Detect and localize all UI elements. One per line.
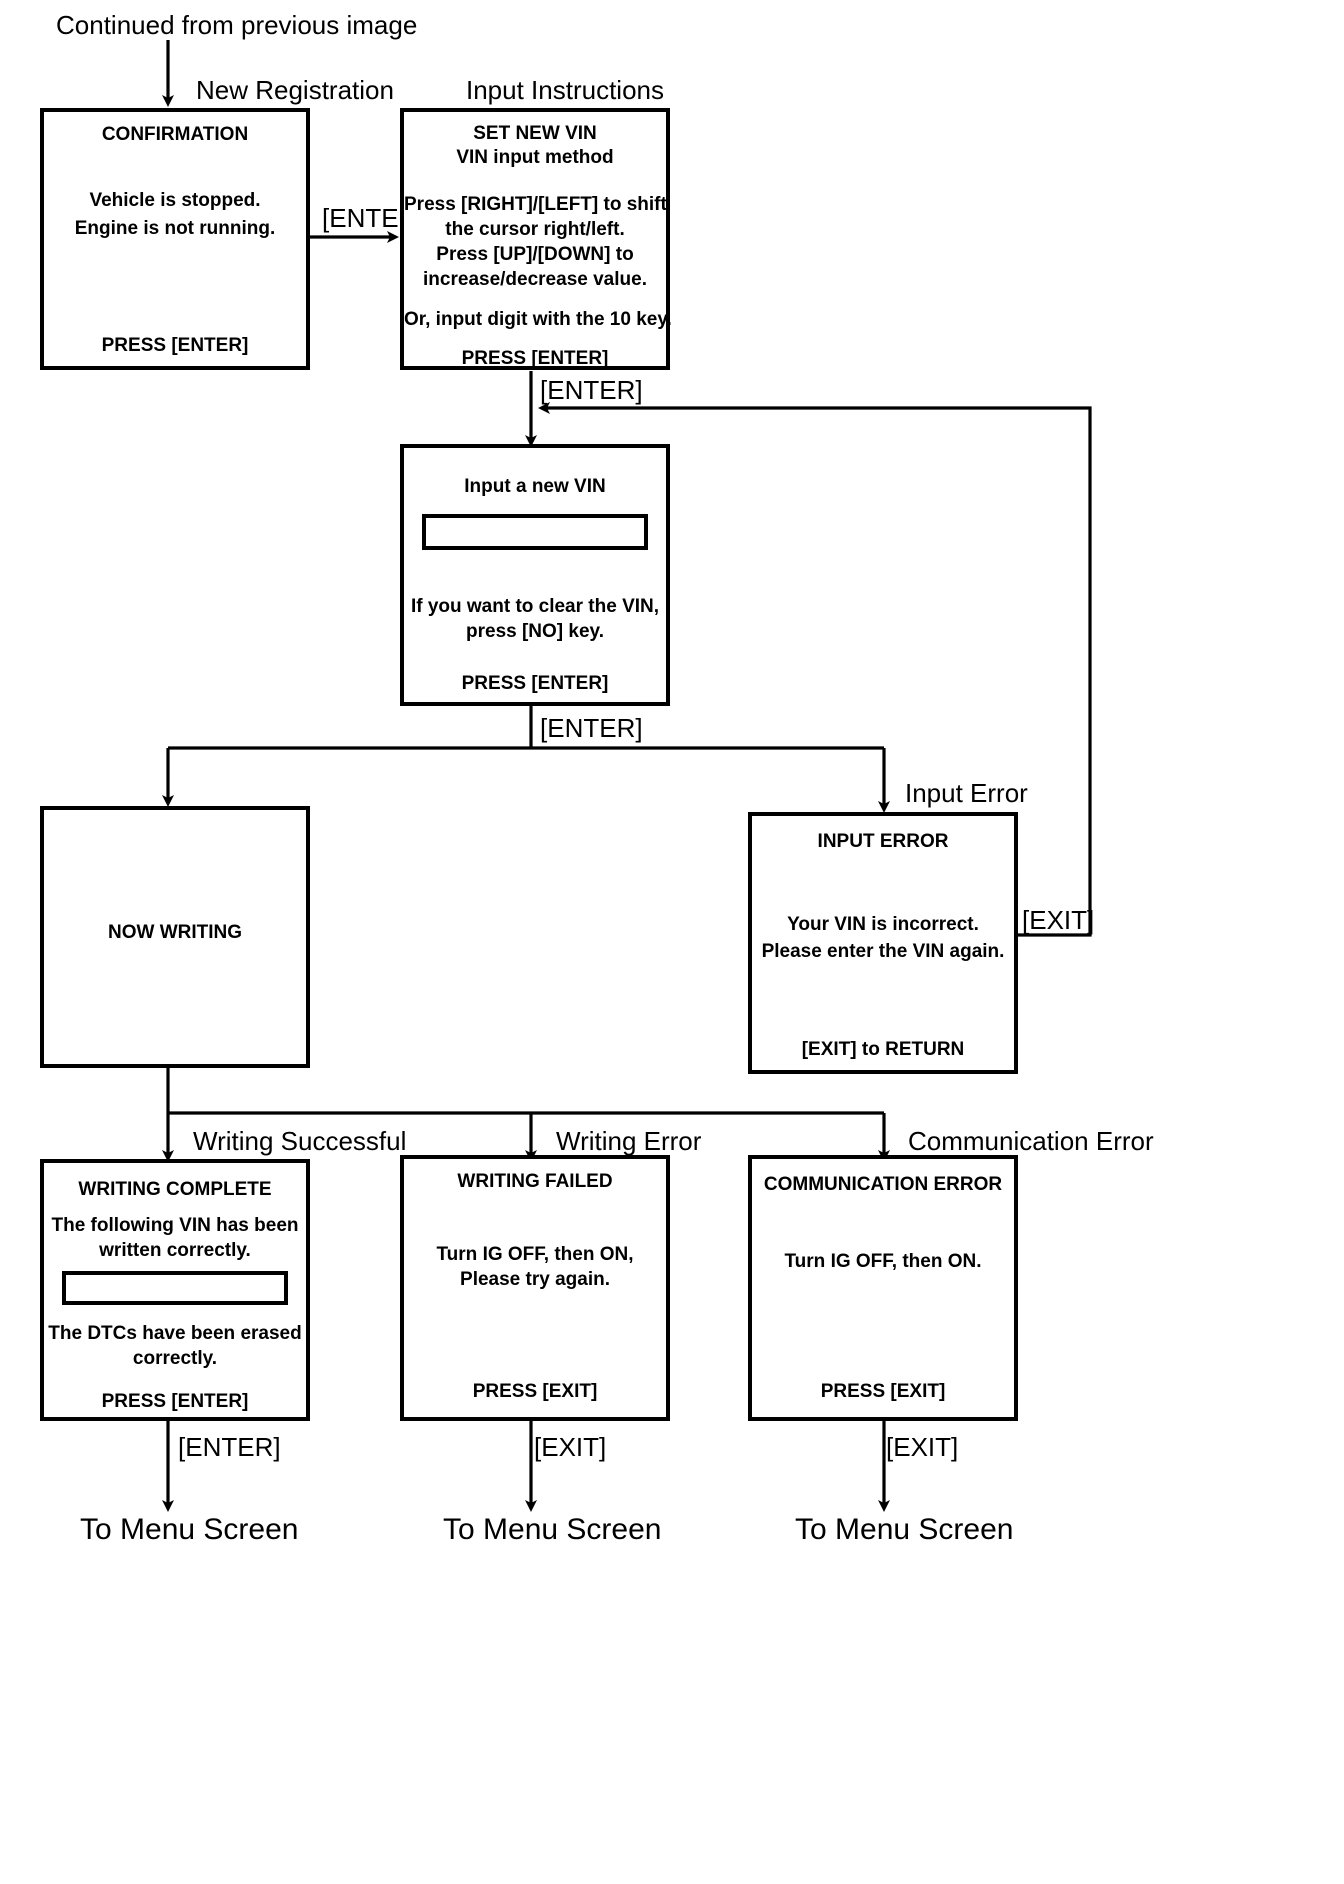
- edge-label-exit-menu-2: [EXIT]: [886, 1432, 959, 1462]
- writing-failed-line-3: Turn IG OFF, then ON,: [436, 1244, 634, 1265]
- screen-writing-failed[interactable]: WRITING FAILED Turn IG OFF, then ON, Ple…: [400, 1155, 670, 1421]
- set-new-vin-line-6: increase/decrease value.: [423, 269, 647, 290]
- writing-failed-line-8: PRESS [EXIT]: [472, 1381, 598, 1402]
- terminal-menu-3: To Menu Screen: [795, 1513, 1014, 1546]
- input-error-line-4: Please enter the VIN again.: [761, 941, 1005, 962]
- communication-error-line-0: COMMUNICATION ERROR: [763, 1174, 1003, 1195]
- terminal-menu-1: To Menu Screen: [80, 1513, 299, 1546]
- input-new-vin-after-0: If you want to clear the VIN,: [410, 596, 660, 617]
- edge-label-exit-loop: [EXIT]: [1022, 905, 1095, 935]
- writing-failed-line-0: WRITING FAILED: [457, 1171, 613, 1192]
- screen-writing-complete[interactable]: WRITING COMPLETE The following VIN has b…: [40, 1159, 310, 1421]
- writing-complete-after-3: PRESS [ENTER]: [101, 1391, 249, 1412]
- set-new-vin-line-5: Press [UP]/[DOWN] to: [436, 244, 634, 265]
- set-new-vin-line-0: SET NEW VIN: [473, 123, 597, 144]
- confirmation-line-3: Vehicle is stopped.: [89, 190, 261, 211]
- edge-label-new-registration: New Registration: [196, 75, 394, 105]
- set-new-vin-line-1: VIN input method: [456, 147, 614, 168]
- communication-error-line-8: PRESS [EXIT]: [820, 1381, 946, 1402]
- writing-complete-heading: WRITING COMPLETE: [78, 1179, 272, 1200]
- vin-input-field[interactable]: [422, 514, 648, 550]
- screen-input-new-vin[interactable]: Input a new VIN If you want to clear the…: [400, 444, 670, 706]
- input-new-vin-after-3: PRESS [ENTER]: [461, 673, 609, 694]
- confirmation-line-4: Engine is not running.: [74, 218, 276, 239]
- input-new-vin-after-1: press [NO] key.: [466, 621, 604, 642]
- set-new-vin-line-8: Or, input digit with the 10 key.: [404, 309, 672, 330]
- edge-label-writing-error: Writing Error: [556, 1126, 702, 1156]
- written-vin-field: [62, 1271, 288, 1305]
- continued-note: Continued from previous image: [56, 10, 418, 40]
- confirmation-line-8: PRESS [ENTER]: [101, 335, 249, 356]
- communication-error-line-3: Turn IG OFF, then ON.: [784, 1251, 982, 1272]
- screen-set-new-vin[interactable]: SET NEW VIN VIN input method Press [RIGH…: [400, 108, 672, 370]
- screen-input-error[interactable]: INPUT ERROR Your VIN is incorrect. Pleas…: [748, 812, 1018, 1074]
- screen-now-writing[interactable]: NOW WRITING: [40, 806, 310, 1068]
- edge-label-input-instructions: Input Instructions: [466, 75, 664, 105]
- edge-label-enter-3: [ENTER]: [540, 713, 643, 743]
- input-new-vin-heading: Input a new VIN: [464, 476, 606, 497]
- confirmation-line-0: CONFIRMATION: [101, 124, 249, 145]
- writing-failed-line-4: Please try again.: [460, 1269, 610, 1290]
- set-new-vin-line-3: Press [RIGHT]/[LEFT] to shift: [404, 194, 667, 215]
- writing-complete-after-1: correctly.: [132, 1348, 218, 1369]
- writing-complete-before-1: written correctly.: [99, 1240, 251, 1261]
- input-error-line-8: [EXIT] to RETURN: [801, 1039, 965, 1060]
- terminal-menu-2: To Menu Screen: [443, 1513, 662, 1546]
- edge-label-input-error: Input Error: [905, 778, 1028, 808]
- writing-complete-before-0: The following VIN has been: [51, 1215, 299, 1236]
- edge-label-exit-menu-1: [EXIT]: [534, 1432, 607, 1462]
- edge-label-communication-error: Communication Error: [908, 1126, 1154, 1156]
- set-new-vin-line-4: the cursor right/left.: [445, 219, 625, 240]
- edge-label-writing-successful: Writing Successful: [193, 1126, 407, 1156]
- input-error-line-0: INPUT ERROR: [817, 831, 949, 852]
- set-new-vin-line-10: PRESS [ENTER]: [461, 348, 609, 369]
- writing-complete-after-0: The DTCs have been erased: [48, 1323, 302, 1344]
- screen-confirmation[interactable]: CONFIRMATION Vehicle is stopped. Engine …: [40, 108, 310, 370]
- input-error-line-3: Your VIN is incorrect.: [787, 914, 979, 935]
- edge-label-enter-menu: [ENTER]: [178, 1432, 281, 1462]
- screen-communication-error[interactable]: COMMUNICATION ERROR Turn IG OFF, then ON…: [748, 1155, 1018, 1421]
- edge-label-enter-2: [ENTER]: [540, 375, 643, 405]
- now-writing-line-0: NOW WRITING: [107, 922, 243, 943]
